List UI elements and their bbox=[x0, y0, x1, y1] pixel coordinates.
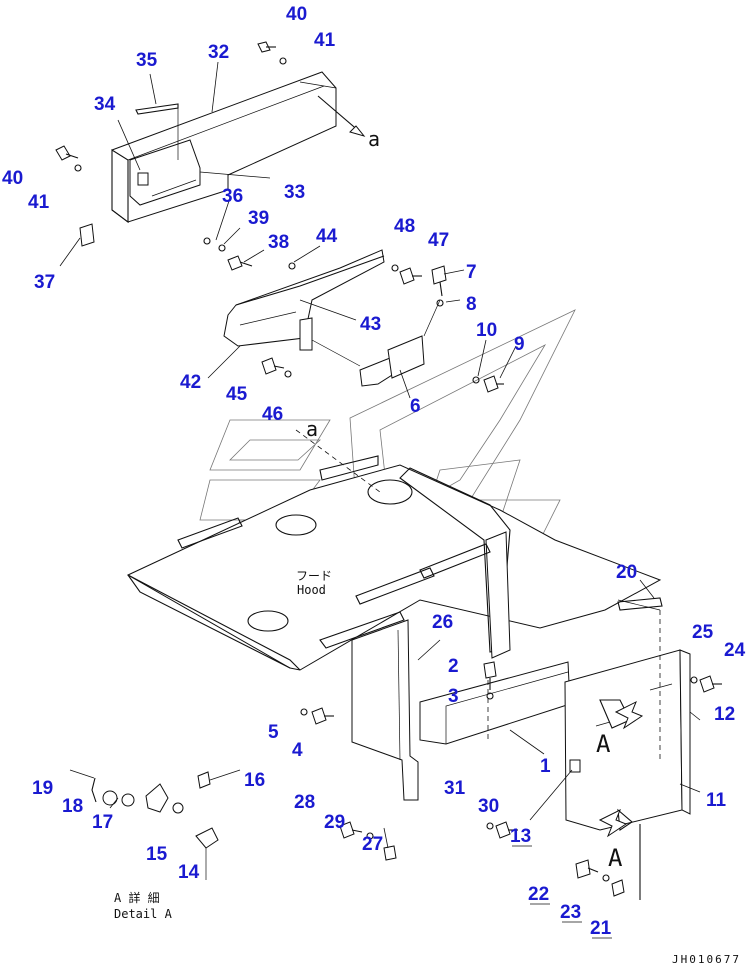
callout-21: 21 bbox=[590, 918, 612, 939]
callout-15: 15 bbox=[146, 844, 168, 865]
callout-33: 33 bbox=[284, 182, 305, 203]
hood-label-en: Hood bbox=[297, 583, 326, 597]
callout-14: 14 bbox=[178, 862, 200, 883]
callout-underlines bbox=[512, 845, 612, 939]
callout-20: 20 bbox=[616, 562, 637, 583]
callout-6: 6 bbox=[410, 396, 421, 417]
callout-42: 42 bbox=[180, 372, 201, 393]
callout-22: 22 bbox=[528, 884, 549, 905]
callout-36: 36 bbox=[222, 186, 243, 207]
detail-label-en: Detail A bbox=[114, 907, 173, 921]
lower-plate-1 bbox=[419, 661, 571, 745]
fasteners bbox=[55, 41, 722, 897]
callout-40-left: 40 bbox=[2, 168, 23, 189]
callout-11: 11 bbox=[706, 790, 727, 811]
side-panel-26 bbox=[351, 619, 419, 801]
detail-label: A 詳 細 bbox=[114, 890, 160, 905]
callout-3: 3 bbox=[448, 686, 459, 707]
leader-lines bbox=[59, 61, 701, 849]
view-mark-A-panel: A bbox=[596, 730, 611, 758]
detail-a-parts bbox=[91, 771, 219, 880]
callout-41-left: 41 bbox=[28, 192, 50, 213]
callout-39: 39 bbox=[248, 208, 269, 229]
hood-label: フード bbox=[296, 569, 332, 583]
right-side-panel-11 bbox=[564, 599, 691, 900]
callout-45: 45 bbox=[226, 384, 248, 405]
callout-25: 25 bbox=[692, 622, 714, 643]
callout-23: 23 bbox=[560, 902, 581, 923]
callout-19: 19 bbox=[32, 778, 53, 799]
callout-10: 10 bbox=[476, 320, 497, 341]
callout-numbers: 1 2 3 4 5 6 7 8 9 10 11 12 13 14 15 16 1… bbox=[2, 4, 746, 939]
callout-48: 48 bbox=[394, 216, 415, 237]
callout-32: 32 bbox=[208, 42, 229, 63]
callout-5: 5 bbox=[268, 722, 279, 743]
callout-35: 35 bbox=[136, 50, 158, 71]
callout-40-top: 40 bbox=[286, 4, 307, 25]
callout-8: 8 bbox=[466, 294, 477, 315]
callout-41-top: 41 bbox=[314, 30, 336, 51]
callout-30: 30 bbox=[478, 796, 499, 817]
callout-12: 12 bbox=[714, 704, 735, 725]
callout-47: 47 bbox=[428, 230, 449, 251]
hood bbox=[126, 429, 662, 671]
mid-bracket bbox=[223, 249, 441, 387]
callout-1: 1 bbox=[540, 756, 551, 777]
callout-29: 29 bbox=[324, 812, 345, 833]
callout-43: 43 bbox=[360, 314, 381, 335]
callout-34: 34 bbox=[94, 94, 116, 115]
callout-26: 26 bbox=[432, 612, 453, 633]
view-arrows bbox=[317, 95, 644, 838]
callout-38: 38 bbox=[268, 232, 289, 253]
callout-13: 13 bbox=[510, 826, 531, 847]
callout-17: 17 bbox=[92, 812, 113, 833]
top-cover-panel bbox=[79, 71, 337, 247]
callout-9: 9 bbox=[514, 334, 525, 355]
callout-37: 37 bbox=[34, 272, 55, 293]
view-mark-A-lower: A bbox=[608, 844, 623, 872]
callout-18: 18 bbox=[62, 796, 83, 817]
callout-44: 44 bbox=[316, 226, 338, 247]
view-mark-a-lower: a bbox=[306, 417, 318, 441]
callout-46: 46 bbox=[262, 404, 283, 425]
callout-2: 2 bbox=[448, 656, 459, 677]
callout-16: 16 bbox=[244, 770, 265, 791]
callout-28: 28 bbox=[294, 792, 315, 813]
view-mark-a-upper: a bbox=[368, 127, 380, 151]
callout-7: 7 bbox=[466, 262, 477, 283]
drawing-id: JH010677 bbox=[672, 953, 741, 966]
callout-27: 27 bbox=[362, 834, 383, 855]
callout-24: 24 bbox=[724, 640, 746, 661]
callout-4: 4 bbox=[292, 740, 303, 761]
callout-31: 31 bbox=[444, 778, 466, 799]
